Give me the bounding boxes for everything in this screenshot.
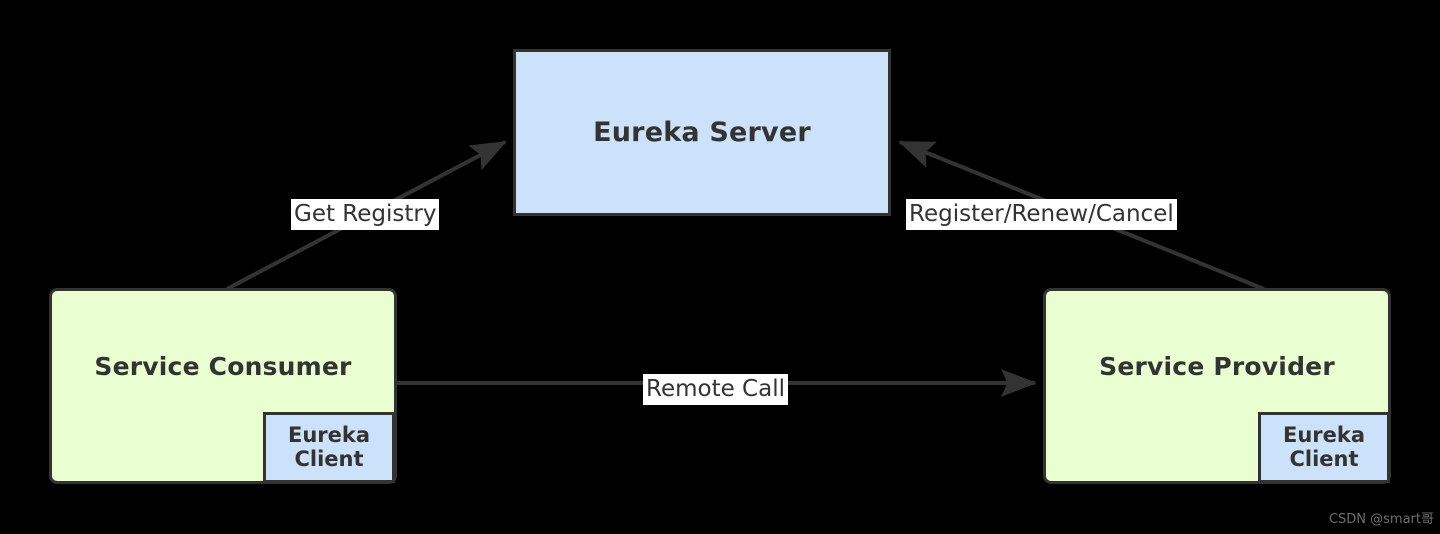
node-eureka-server-label: Eureka Server <box>593 117 811 148</box>
node-eureka-client-consumer[interactable]: Eureka Client <box>263 412 395 483</box>
node-service-provider-label: Service Provider <box>1099 352 1335 381</box>
watermark: CSDN @smart哥 <box>1328 512 1434 527</box>
eureka-client-consumer-line1: Eureka <box>287 422 371 447</box>
node-eureka-client-provider[interactable]: Eureka Client <box>1258 412 1390 483</box>
eureka-client-provider-line2: Client <box>1289 446 1359 471</box>
eureka-client-consumer-line2: Client <box>294 446 364 471</box>
node-eureka-server[interactable]: Eureka Server <box>513 49 891 216</box>
edge-label-remote-call: Remote Call <box>643 374 788 405</box>
eureka-client-provider-line1: Eureka <box>1282 422 1366 447</box>
edge-label-register-renew-cancel: Register/Renew/Cancel <box>906 199 1177 230</box>
node-service-consumer-label: Service Consumer <box>94 352 352 381</box>
edge-label-get-registry: Get Registry <box>291 199 440 230</box>
